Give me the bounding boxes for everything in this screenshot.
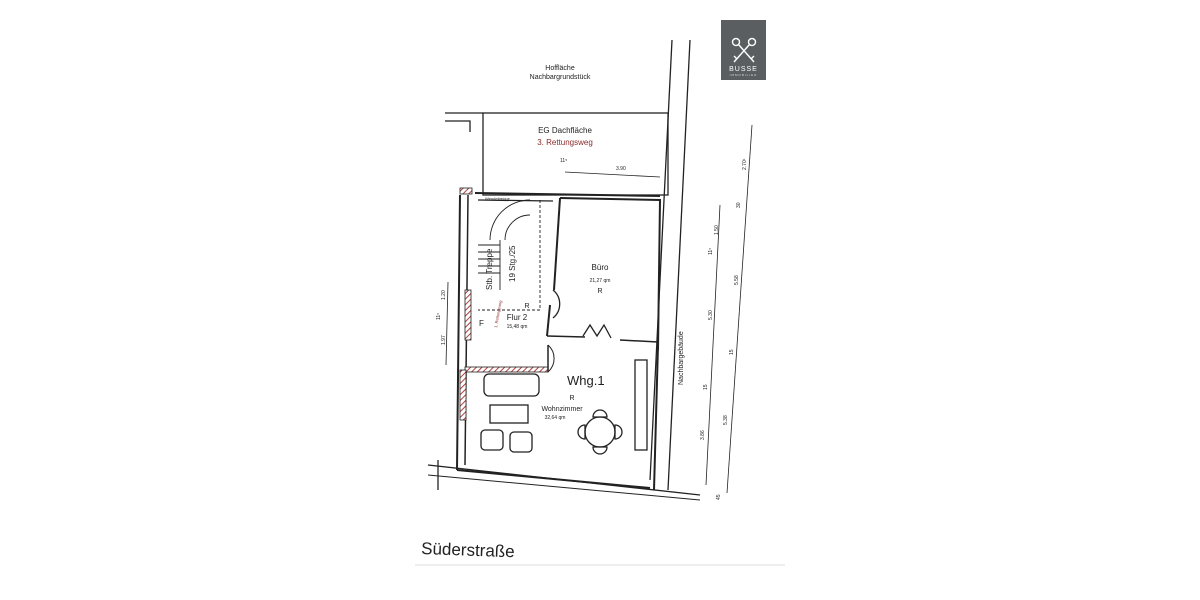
logo-name: BUSSE — [729, 66, 758, 73]
dim-left-0: 1.20 — [441, 290, 447, 300]
dim-outer-4: 5.38 — [723, 415, 729, 425]
room-name-flur: Flur 2 — [507, 313, 528, 322]
dim-outer-3: 15 — [729, 349, 735, 355]
courtyard-label-2: Nachbargrundstück — [530, 74, 591, 81]
dim-inner-2: 5.30 — [708, 310, 714, 320]
courtyard-label: Hoffläche — [545, 65, 575, 72]
dim-inner-4: 3.86 — [700, 430, 706, 440]
escape-route-3-label: 3. Rettungsweg — [537, 138, 593, 147]
dim-left-2: 1.97 — [441, 335, 447, 345]
busse-logo: BUSSE IMMOBILIEN — [721, 20, 766, 80]
dim-roof-offset: 11⁵ — [560, 158, 567, 164]
dim-outer-5: 45 — [716, 494, 722, 500]
room-area-flur: 15,48 qm — [507, 324, 528, 330]
unit-label: Whg.1 — [567, 373, 605, 388]
room-mark-wohnzimmer: R — [569, 395, 574, 402]
dim-outer-0: 2.70¹ — [742, 158, 748, 170]
room-mark-flur: R — [524, 303, 529, 310]
stair-steps-label: 19 Stg./25 — [508, 245, 517, 282]
dim-inner-0: 1.50 — [714, 225, 720, 235]
dimension-line-inner — [705, 204, 721, 486]
crossed-keys-icon — [731, 37, 756, 63]
neighbor-wall-line — [667, 39, 691, 491]
logo-subtitle: IMMOBILIEN — [729, 73, 758, 77]
room-name-wohnzimmer: Wohnzimmer — [541, 406, 583, 413]
stair-label: Stb. Treppe — [485, 248, 494, 290]
roof-area-label: EG Dachfläche — [538, 126, 592, 135]
window-f-label: F — [479, 319, 484, 328]
dimension-line-outer — [726, 124, 753, 494]
dimension-line-roof — [564, 171, 661, 178]
dimension-line-left — [445, 281, 449, 366]
dim-outer-2: 5.58 — [734, 275, 740, 285]
dim-inner-1: 11⁵ — [708, 248, 714, 255]
room-name-buero: Büro — [592, 263, 609, 272]
dim-left-1: 11⁵ — [436, 313, 442, 320]
neighbor-building-label: Nachbargebäude — [678, 331, 685, 385]
dim-inner-3: 15 — [703, 384, 709, 390]
street-label: Süderstraße — [421, 539, 515, 561]
escape-route-1-label: 1. Rettungsweg — [493, 300, 503, 328]
spiral-stair-label: Wendeltreppe — [485, 196, 511, 201]
room-area-buero: 21,27 qm — [590, 278, 611, 284]
neighbor-wall-line — [649, 39, 673, 481]
room-mark-buero: R — [597, 288, 602, 295]
dim-roof-width: 3.90 — [616, 166, 626, 172]
dim-outer-1: 30 — [736, 202, 742, 208]
room-area-wohnzimmer: 32,64 qm — [545, 415, 566, 421]
